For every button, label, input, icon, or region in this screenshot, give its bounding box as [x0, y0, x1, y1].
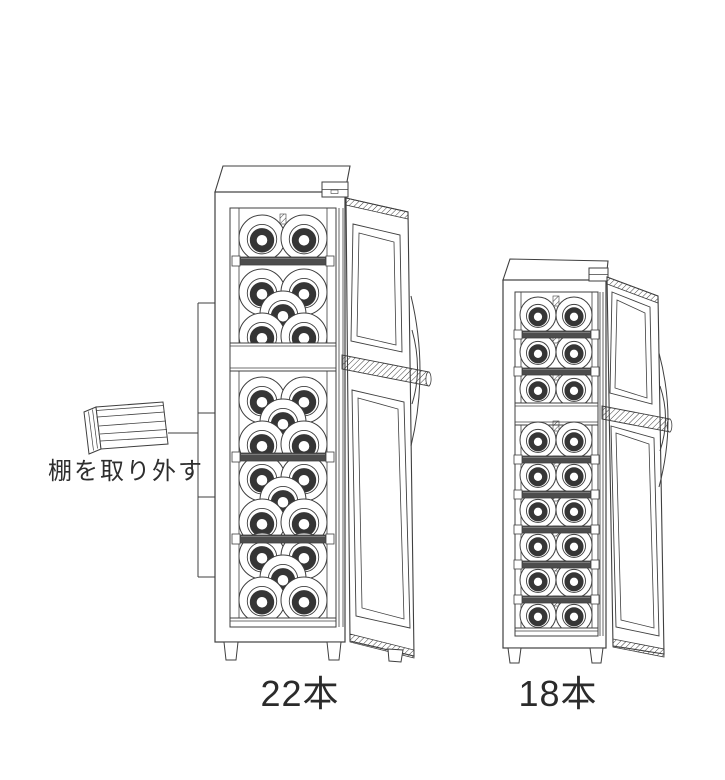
removable-shelf-icon [83, 401, 169, 455]
wine-cabinet-22-bottles [214, 165, 432, 663]
capacity-label-18: 18本 [518, 673, 598, 714]
remove-shelf-annotation: 棚を取り外す [48, 458, 204, 485]
capacity-label-22: 22本 [260, 673, 340, 714]
wine-cabinet-18-bottles [502, 258, 673, 664]
